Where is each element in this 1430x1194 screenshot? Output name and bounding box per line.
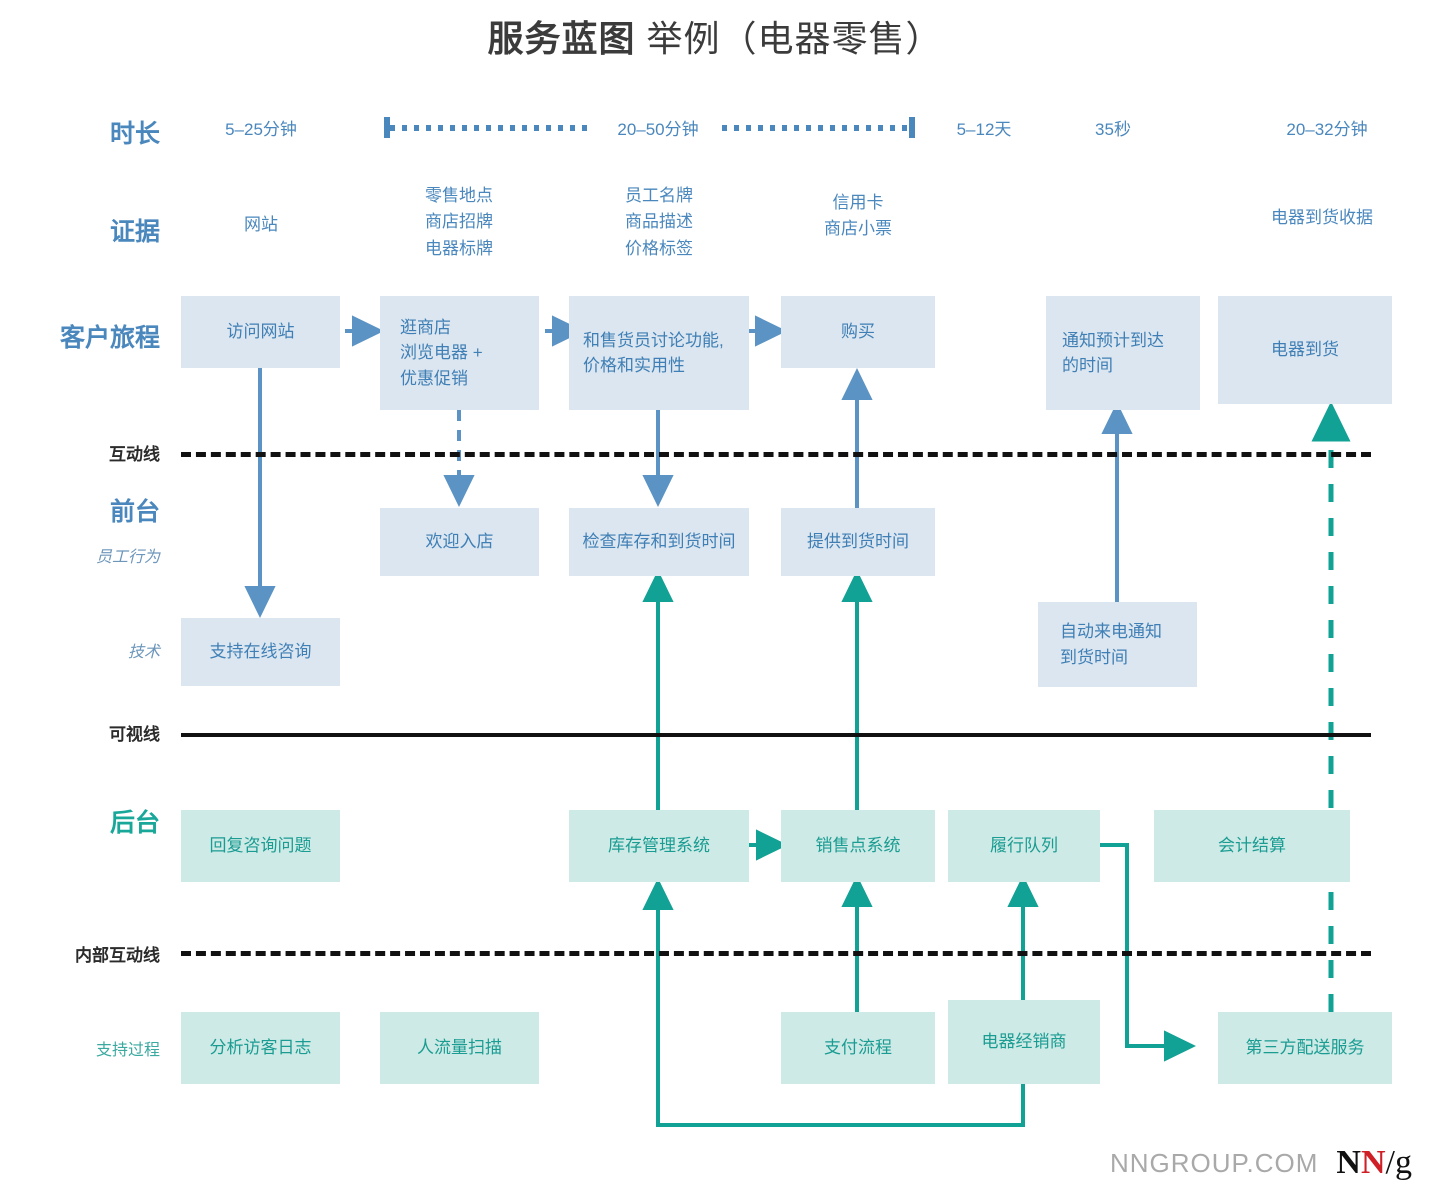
support-box-payment-flow[interactable]: 支付流程: [781, 1012, 935, 1084]
journey-box-text: 电器到货: [1271, 340, 1339, 360]
footer: NNGROUP.COM NN/g: [1110, 1146, 1412, 1180]
frontstage-box-text: 提供到货时间: [807, 532, 909, 552]
journey-box-text: 通知预计到达: [1062, 330, 1164, 350]
evidence-group-4: 信用卡 商店小票: [777, 190, 939, 243]
evidence-line: 商店招牌: [425, 212, 493, 232]
rail-backstage: 后台: [109, 809, 160, 837]
rail-frontstage: 前台: [109, 498, 160, 526]
evidence-line: 网站: [244, 215, 278, 234]
frontstage-box-text: 检查库存和到货时间: [582, 532, 736, 552]
technology-box-online-chat[interactable]: 支持在线咨询: [181, 618, 340, 686]
rail-line-internal: 内部互动线: [75, 946, 160, 965]
journey-box-text: 浏览电器 +: [400, 343, 483, 363]
frontstage-box-check-stock[interactable]: 检查库存和到货时间: [569, 508, 749, 576]
rail-line-of-interaction: 互动线: [109, 445, 160, 464]
technology-box-text: 到货时间: [1060, 647, 1128, 667]
journey-box-purchase[interactable]: 购买: [781, 296, 935, 368]
evidence-line: 信用卡: [832, 193, 884, 212]
backstage-box-fulfillment-queue[interactable]: 履行队列: [948, 810, 1100, 882]
backstage-box-reply-inquiries[interactable]: 回复咨询问题: [181, 810, 340, 882]
nng-logo-g: g: [1395, 1144, 1412, 1181]
evidence-line: 商品描述: [625, 212, 693, 232]
duration-value-1: 5–25分钟: [225, 120, 297, 139]
page-title: 服务蓝图 举例（电器零售）: [0, 10, 1430, 62]
support-box-appliance-dealer[interactable]: 电器经销商: [948, 1000, 1100, 1084]
backstage-box-pos-system[interactable]: 销售点系统: [781, 810, 935, 882]
backstage-box-inventory-system[interactable]: 库存管理系统: [569, 810, 749, 882]
duration-value-5: 20–32分钟: [1286, 120, 1368, 139]
nng-logo-n2: N: [1360, 1144, 1386, 1181]
support-box-text: 分析访客日志: [209, 1038, 312, 1058]
evidence-line: 零售地点: [425, 186, 493, 205]
frontstage-box-welcome[interactable]: 欢迎入店: [380, 508, 539, 576]
backstage-box-text: 库存管理系统: [608, 836, 710, 856]
support-box-visitor-logs[interactable]: 分析访客日志: [181, 1012, 340, 1084]
journey-box-text: 购买: [841, 322, 875, 342]
duration-value-3: 5–12天: [956, 120, 1012, 139]
support-box-third-party-delivery[interactable]: 第三方配送服务: [1218, 1012, 1392, 1084]
evidence-line: 员工名牌: [625, 186, 693, 205]
line-of-visibility-rule: [181, 733, 1371, 737]
evidence-line: 商店小票: [824, 219, 892, 239]
journey-box-appliance-arrives[interactable]: 电器到货: [1218, 296, 1392, 404]
frontstage-box-provide-eta[interactable]: 提供到货时间: [781, 508, 935, 576]
rail-duration: 时长: [109, 120, 160, 148]
rail-customer-journey: 客户旅程: [59, 324, 160, 352]
rail-technology: 技术: [127, 644, 160, 661]
rail-evidence: 证据: [109, 218, 160, 246]
journey-box-text: 和售货员讨论功能,: [583, 330, 724, 350]
journey-box-discuss-with-associate[interactable]: 和售货员讨论功能, 价格和实用性: [569, 296, 749, 410]
line-of-internal-rule: [181, 951, 1371, 956]
evidence-group-3: 员工名牌 商品描述 价格标签: [578, 183, 740, 262]
nng-logo-n1: N: [1336, 1144, 1361, 1181]
journey-box-text: 的时间: [1062, 356, 1113, 375]
page-title-strong: 服务蓝图: [487, 18, 636, 59]
backstage-box-text: 销售点系统: [815, 836, 901, 856]
support-box-text: 支付流程: [824, 1038, 892, 1058]
duration-span-1: [384, 117, 592, 138]
journey-box-text: 优惠促销: [400, 368, 468, 388]
journey-box-visit-website[interactable]: 访问网站: [181, 296, 340, 368]
backstage-box-text: 回复咨询问题: [209, 836, 312, 856]
journey-box-text: 价格和实用性: [583, 356, 685, 375]
evidence-group-2: 零售地点 商店招牌 电器标牌: [378, 183, 540, 262]
rail-frontstage-sub: 员工行为: [95, 549, 160, 566]
technology-box-text: 支持在线咨询: [209, 642, 312, 662]
journey-box-text: 逛商店: [400, 317, 451, 337]
journey-box-notify-eta[interactable]: 通知预计到达 的时间: [1046, 296, 1200, 410]
duration-value-4: 35秒: [1095, 120, 1131, 139]
nng-logo-slash: /: [1385, 1144, 1395, 1181]
support-box-text: 第三方配送服务: [1245, 1038, 1365, 1058]
page-title-regular: 举例（电器零售）: [646, 18, 943, 59]
backstage-box-accounting[interactable]: 会计结算: [1154, 810, 1350, 882]
evidence-group-1: 网站: [181, 212, 341, 238]
journey-box-text: 访问网站: [226, 322, 295, 342]
backstage-box-text: 履行队列: [990, 836, 1058, 856]
frontstage-box-text: 欢迎入店: [425, 532, 494, 552]
technology-box-auto-call[interactable]: 自动来电通知 到货时间: [1038, 602, 1197, 687]
evidence-line: 电器到货收据: [1271, 208, 1373, 227]
backstage-box-text: 会计结算: [1218, 836, 1286, 856]
line-of-interaction-rule: [181, 452, 1371, 457]
rail-support-process: 支持过程: [95, 1042, 160, 1059]
support-box-text: 人流量扫描: [417, 1038, 502, 1058]
journey-box-browse-store[interactable]: 逛商店 浏览电器 + 优惠促销: [380, 296, 539, 410]
duration-span-2: [722, 117, 915, 138]
evidence-line: 电器标牌: [425, 238, 493, 258]
nngroup-url: NNGROUP.COM: [1109, 1147, 1319, 1178]
evidence-group-5: 电器到货收据: [1222, 205, 1422, 231]
support-box-text: 电器经销商: [981, 1032, 1067, 1052]
support-box-foot-traffic-scan[interactable]: 人流量扫描: [380, 1012, 539, 1084]
technology-box-text: 自动来电通知: [1060, 622, 1162, 641]
nng-logo: NN/g: [1336, 1146, 1412, 1180]
rail-line-of-visibility: 可视线: [109, 725, 160, 744]
duration-value-2: 20–50分钟: [617, 120, 699, 139]
evidence-line: 价格标签: [625, 238, 693, 258]
